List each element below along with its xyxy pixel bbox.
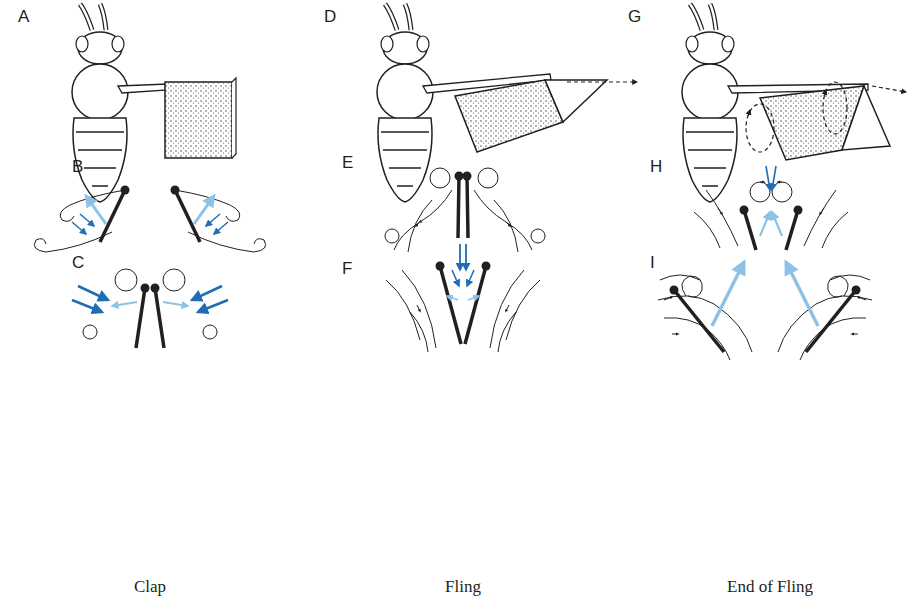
wing-section-approach bbox=[34, 186, 265, 253]
bee-end-of-fling bbox=[682, 4, 906, 202]
panel-letter: F bbox=[342, 260, 352, 279]
wing-section-fling-end bbox=[694, 166, 848, 250]
panel-letter: B bbox=[72, 158, 83, 177]
column-caption: End of Fling bbox=[727, 578, 813, 597]
wing-section-clap bbox=[72, 269, 228, 348]
wing-section-fling-start bbox=[385, 168, 545, 270]
bee-clap bbox=[72, 4, 236, 202]
panel-letter: H bbox=[650, 158, 662, 177]
panel-letter: I bbox=[650, 254, 655, 273]
panel-letter: C bbox=[72, 254, 84, 273]
bee-fling bbox=[377, 4, 637, 202]
panel-letter: E bbox=[342, 154, 353, 173]
column-caption: Clap bbox=[134, 578, 166, 597]
wing-section-fling bbox=[386, 262, 540, 353]
wing-section-separated bbox=[658, 262, 872, 360]
panel-letter: D bbox=[324, 8, 336, 27]
panel-letter: A bbox=[18, 8, 29, 27]
panel-letter: G bbox=[628, 8, 641, 27]
column-caption: Fling bbox=[445, 578, 481, 597]
